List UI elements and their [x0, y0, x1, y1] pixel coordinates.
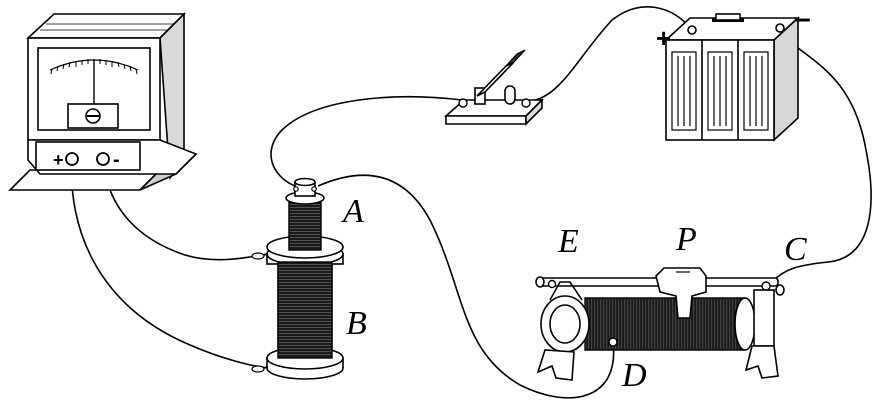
rheostat: E P C D: [535, 221, 807, 394]
meter-minus-terminal[interactable]: [96, 152, 110, 166]
label-C: C: [784, 231, 807, 268]
wire-coil-top-to-switch: [270, 96, 463, 189]
slider-contact[interactable]: [655, 267, 707, 319]
coil-assembly: A B: [251, 177, 367, 380]
coil-A-terminal-2[interactable]: [311, 186, 317, 192]
rheostat-right-block: [753, 289, 775, 347]
meter-top-face: [25, 13, 186, 39]
rheostat-terminal-D[interactable]: [608, 337, 618, 347]
switch-clip: [504, 85, 516, 105]
rheostat-terminal-E[interactable]: [547, 279, 557, 289]
switch-terminal-right[interactable]: [521, 98, 531, 108]
galvanometer: + -: [8, 12, 198, 191]
wire-switch-to-battery-plus: [524, 6, 693, 103]
coil-B-terminal-2[interactable]: [251, 365, 265, 373]
rheostat-right-leg: [744, 345, 779, 379]
switch-handle[interactable]: [505, 49, 526, 67]
label-E: E: [557, 223, 579, 260]
battery-plus-terminal[interactable]: [687, 25, 697, 35]
rheostat-left-leg: [536, 349, 575, 381]
coil-A-winding: [288, 197, 322, 251]
battery-side: [773, 16, 799, 142]
coil-A-terminal-1[interactable]: [293, 186, 299, 192]
wire-meter-minus-to-coil-middle: [102, 159, 269, 261]
meter-minus-label: -: [113, 149, 120, 171]
label-B: B: [346, 305, 367, 342]
battery-cell-plates: [671, 51, 769, 131]
coil-B-terminal-1[interactable]: [251, 252, 265, 260]
battery-plus-label: +: [656, 23, 671, 53]
switch-base-front: [445, 115, 527, 125]
rheostat-terminal-C[interactable]: [761, 281, 771, 291]
label-P: P: [675, 221, 697, 258]
wire-meter-plus-to-coil-bottom: [70, 159, 269, 369]
label-A: A: [341, 193, 364, 230]
label-D: D: [621, 357, 647, 394]
battery-minus-label: –: [794, 2, 811, 35]
coil-A-core: [294, 177, 316, 187]
wire-coil-top-to-rheostat-D: [317, 174, 615, 399]
wires: [70, 6, 872, 399]
meter-plus-terminal[interactable]: [65, 152, 79, 166]
battery-minus-terminal[interactable]: [775, 23, 785, 33]
knife-switch: [443, 49, 544, 126]
meter-scale-ticks: [50, 59, 138, 75]
battery: + –: [656, 2, 811, 142]
meter-plus-label: +: [53, 150, 64, 170]
switch-terminal-left[interactable]: [458, 98, 468, 108]
wire-battery-minus-to-rheostat-C: [771, 31, 872, 283]
